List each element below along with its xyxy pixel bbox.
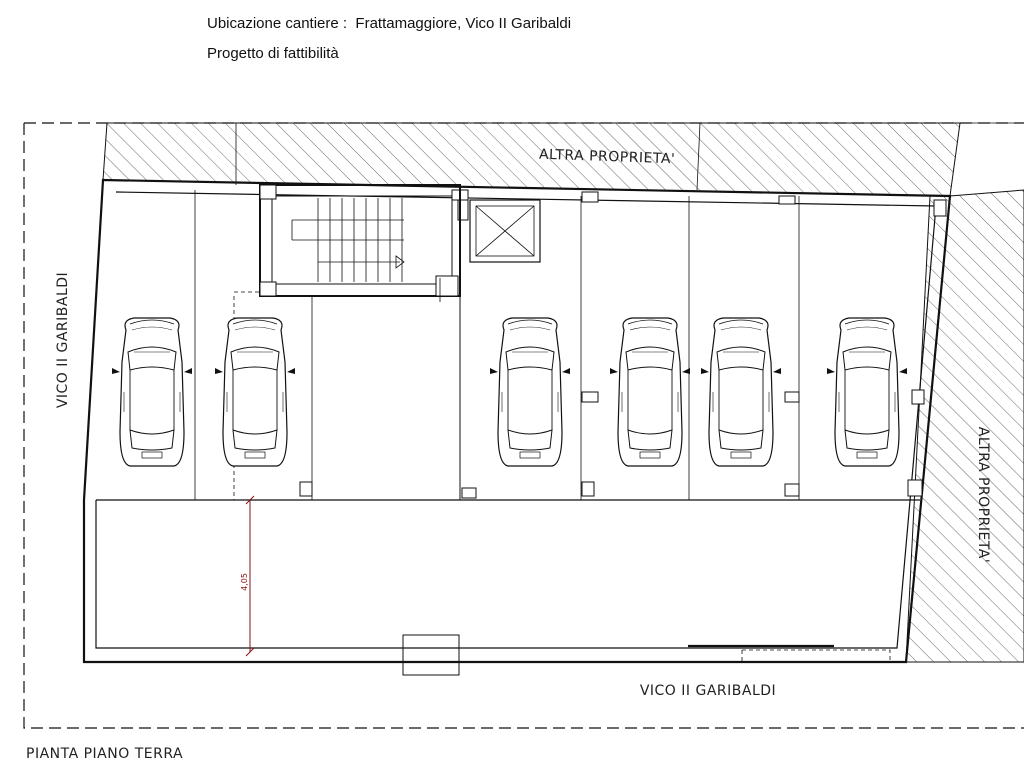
project-type-header: Progetto di fattibilità [207, 45, 339, 62]
drawing-title: PIANTA PIANO TERRA [26, 746, 183, 762]
site-location-header: Ubicazione cantiere : Frattamaggiore, Vi… [207, 15, 572, 32]
left-street-label: VICO II GARIBALDI [55, 272, 71, 408]
top-neighbor-label: ALTRA PROPRIETA' [539, 147, 676, 168]
car-stall-1 [111, 317, 193, 467]
neighbor-property-right [905, 189, 1024, 663]
dimension-label: 4,05 [240, 573, 249, 591]
bottom-street-label: VICO II GARIBALDI [640, 683, 776, 699]
car-stall-6 [826, 317, 908, 467]
right-neighbor-label: ALTRA PROPRIETA' [975, 427, 991, 563]
building-outline [82, 178, 952, 664]
entrance-gate [402, 634, 460, 676]
elevator-shaft [469, 199, 541, 263]
car-stall-2 [214, 317, 296, 467]
car-stall-4 [609, 317, 691, 467]
stair-core [259, 184, 461, 302]
dimension-4-05: 4,05 [240, 495, 255, 657]
car-stall-5 [700, 317, 782, 467]
car-stall-3 [489, 317, 571, 467]
neighbor-property-top [102, 122, 961, 197]
